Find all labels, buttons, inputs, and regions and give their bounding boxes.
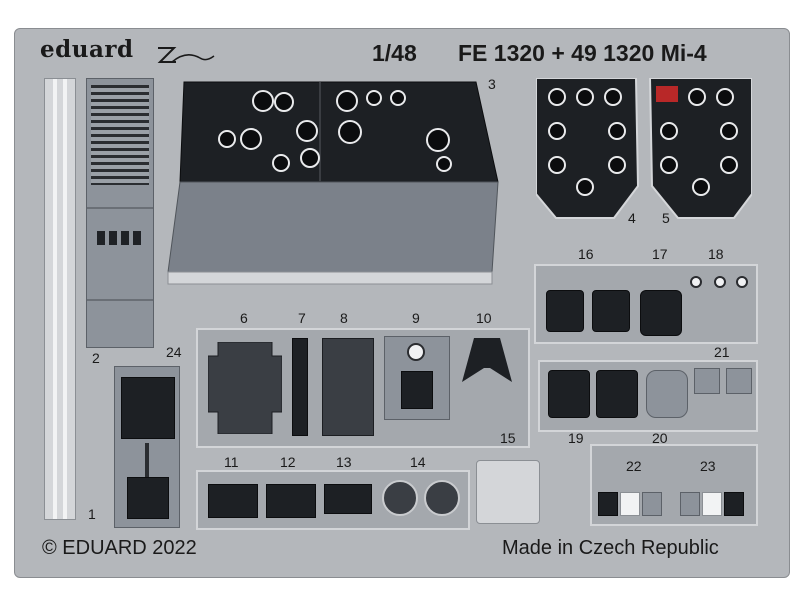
part-14a [382, 480, 418, 516]
part-23b [702, 492, 722, 516]
copyright-text: © EDUARD 2022 [42, 537, 197, 559]
part-20 [646, 370, 688, 418]
part-number-23: 23 [700, 458, 716, 474]
part-4-dash-panel [535, 77, 640, 236]
part-number-16: 16 [578, 246, 594, 262]
part-22b [620, 492, 640, 516]
part-number-21: 21 [714, 344, 730, 360]
part-7 [292, 338, 308, 436]
part-number-9: 9 [412, 310, 420, 326]
part-number-11: 11 [224, 454, 239, 470]
scale-label: 1/48 [372, 40, 417, 66]
part-12 [266, 484, 316, 518]
part-9 [384, 336, 450, 420]
part-22c [642, 492, 662, 516]
origin-text: Made in Czech Republic [502, 537, 719, 559]
part-19b [596, 370, 638, 418]
part-1-strip [44, 78, 76, 520]
brand-name: eduard [40, 36, 134, 63]
part-number-15: 15 [500, 430, 516, 446]
part-13 [324, 484, 372, 514]
part-number-3: 3 [488, 76, 496, 92]
part-19a [548, 370, 590, 418]
part-8 [322, 338, 374, 436]
part-23a [680, 492, 700, 516]
part-10 [462, 338, 512, 388]
part-number-12: 12 [280, 454, 296, 470]
part-18-gauge [690, 276, 702, 288]
part-15 [476, 460, 540, 524]
part-number-19: 19 [568, 430, 584, 446]
part-number-5: 5 [662, 210, 670, 226]
part-number-24: 24 [166, 344, 182, 360]
part-16a [546, 290, 584, 332]
part-number-8: 8 [340, 310, 348, 326]
part-number-7: 7 [298, 310, 306, 326]
part-21b [726, 368, 752, 394]
part-number-18: 18 [708, 246, 724, 262]
part-number-4: 4 [628, 210, 636, 226]
part-number-13: 13 [336, 454, 352, 470]
part-number-6: 6 [240, 310, 248, 326]
part-number-17: 17 [652, 246, 668, 262]
part-11 [208, 484, 258, 518]
part-number-20: 20 [652, 430, 668, 446]
part-number-1: 1 [88, 506, 96, 522]
part-23c [724, 492, 744, 516]
part-number-14: 14 [410, 454, 426, 470]
part-2-console [86, 78, 154, 348]
part-24 [114, 366, 180, 528]
zoom-logo-icon [157, 47, 215, 63]
part-3-instrument-panel [160, 72, 500, 292]
part-6 [207, 341, 283, 435]
part-number-10: 10 [476, 310, 492, 326]
part-22a [598, 492, 618, 516]
part-18-gauge [714, 276, 726, 288]
product-title: FE 1320 + 49 1320 Mi-4 [458, 40, 707, 66]
part-16b [592, 290, 630, 332]
part-number-2: 2 [92, 350, 100, 366]
part-number-22: 22 [626, 458, 642, 474]
part-14b [424, 480, 460, 516]
part-18-gauge [736, 276, 748, 288]
part-17 [640, 290, 682, 336]
part-21a [694, 368, 720, 394]
